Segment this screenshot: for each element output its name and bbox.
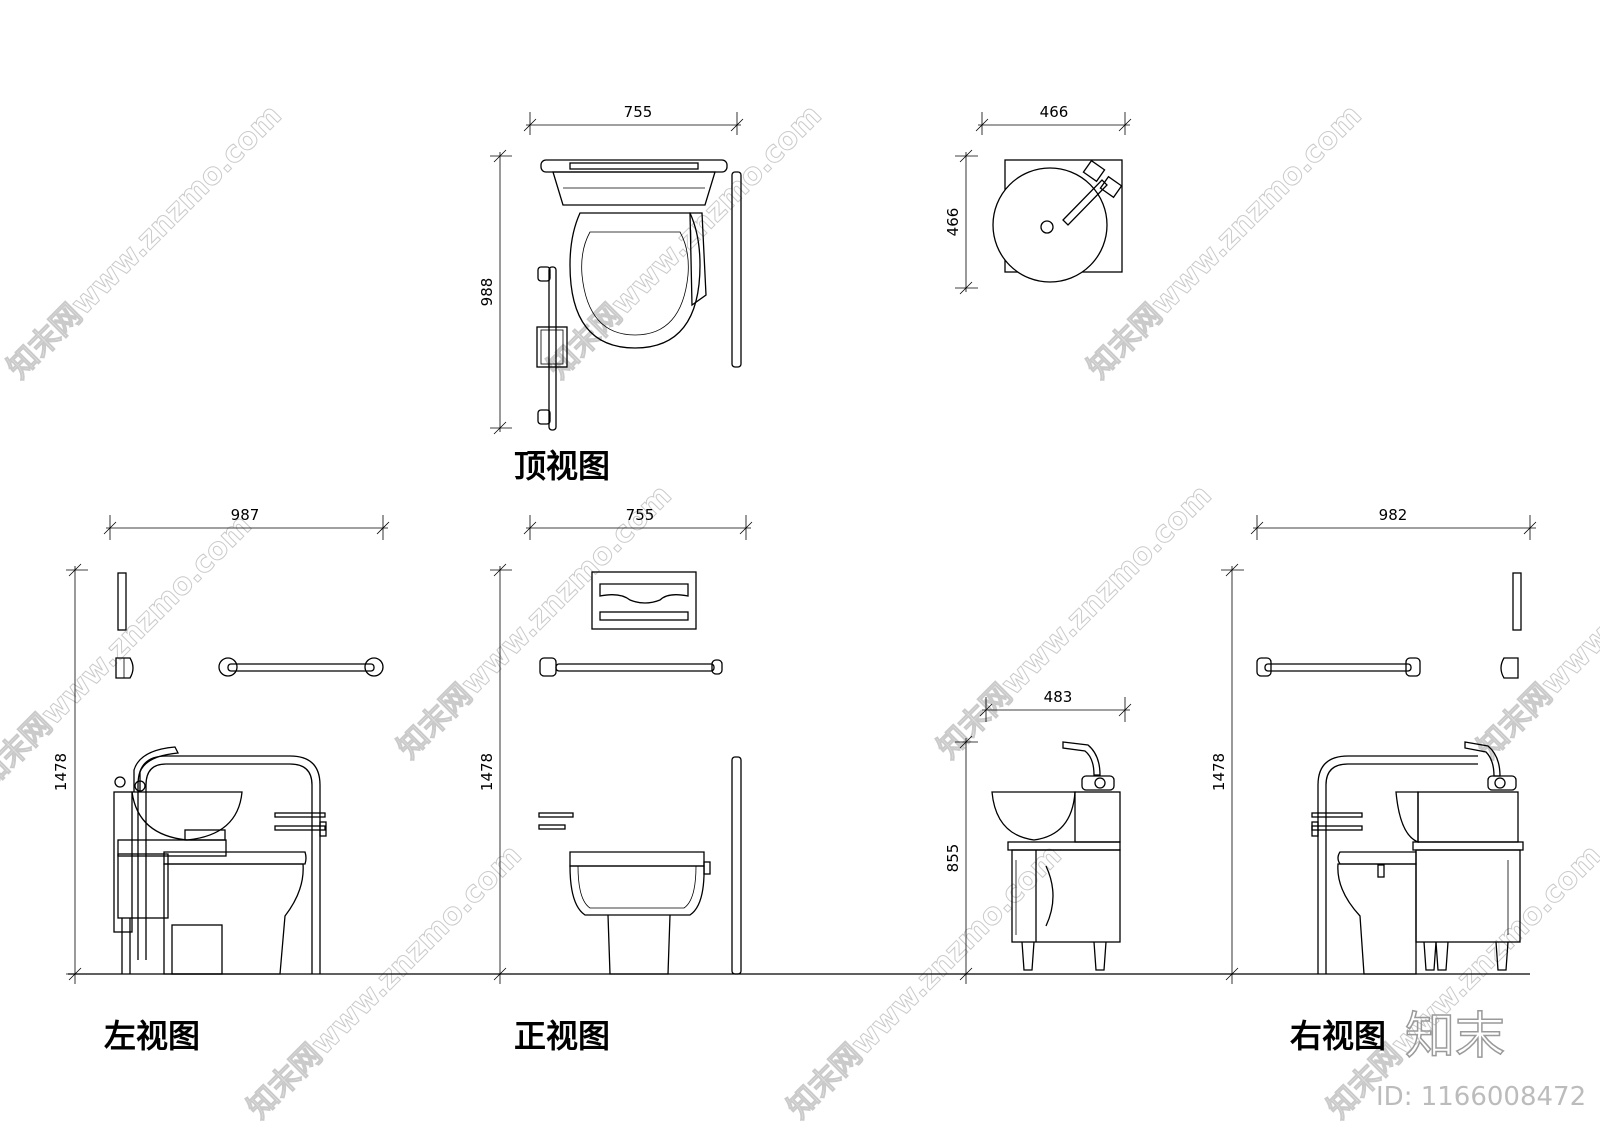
dimension-label: 483: [1044, 688, 1073, 706]
top-view-toilet: 755 988 顶视图: [478, 103, 744, 485]
basin-front-view: 483 855: [944, 688, 1132, 984]
watermark-text: 知末网www.znzmo.com: [241, 838, 529, 1126]
dimension-width: 483: [979, 688, 1132, 722]
right-view: 982 1478: [1210, 506, 1537, 1055]
dimension-label: 1478: [1210, 753, 1228, 791]
watermark-text: 知末网www.znzmo.com: [781, 838, 1069, 1126]
dimension-label: 855: [944, 844, 962, 873]
dimension-width: 987: [103, 506, 390, 540]
dimension-width: 982: [1250, 506, 1537, 540]
dimension-height: 1478: [478, 563, 512, 984]
watermark-text: 知末网www.znzmo.com: [931, 478, 1219, 766]
dimension-height: 855: [944, 735, 978, 984]
dimension-height: 1478: [1210, 563, 1244, 984]
right-view-title: 右视图: [1290, 1017, 1386, 1055]
brand-logo: 知末: [1405, 1007, 1505, 1065]
dimension-label: 1478: [478, 753, 496, 791]
dimension-label: 466: [1040, 103, 1069, 121]
dimension-depth: 988: [478, 149, 512, 435]
watermark-text: 知末网www.znzmo.com: [0, 508, 259, 796]
dimension-width: 466: [975, 103, 1132, 135]
left-view-title: 左视图: [104, 1017, 200, 1055]
watermark-text: 知末网www.znzmo.com: [1081, 98, 1369, 386]
left-view: 987 1478: [52, 506, 390, 984]
dimension-label: 466: [944, 208, 962, 237]
dimension-label: 1478: [52, 753, 70, 791]
dimension-label: 987: [231, 506, 260, 524]
top-view-basin: 466 466: [944, 103, 1132, 295]
watermark-layer: 知末网www.znzmo.com 知末网www.znzmo.com 知末网www…: [0, 97, 1600, 1126]
dimension-label: 988: [478, 278, 496, 307]
dimension-width: 755: [523, 506, 753, 540]
dimension-label: 755: [626, 506, 655, 524]
dimension-label: 982: [1379, 506, 1408, 524]
front-view: 755 1478 正视图: [478, 506, 753, 1055]
dimension-label: 755: [624, 103, 653, 121]
watermark-text: 知末网www.znzmo.com: [1, 98, 289, 386]
watermark-text: 知末网www.znzmo.com: [1471, 478, 1600, 766]
top-view-title: 顶视图: [514, 447, 610, 485]
image-id-label: ID: 1166008472: [1376, 1082, 1586, 1112]
dimension-height: 1478: [52, 563, 88, 984]
dimension-depth: 466: [944, 149, 978, 295]
dimension-width: 755: [523, 103, 744, 135]
front-view-title: 正视图: [514, 1017, 610, 1055]
